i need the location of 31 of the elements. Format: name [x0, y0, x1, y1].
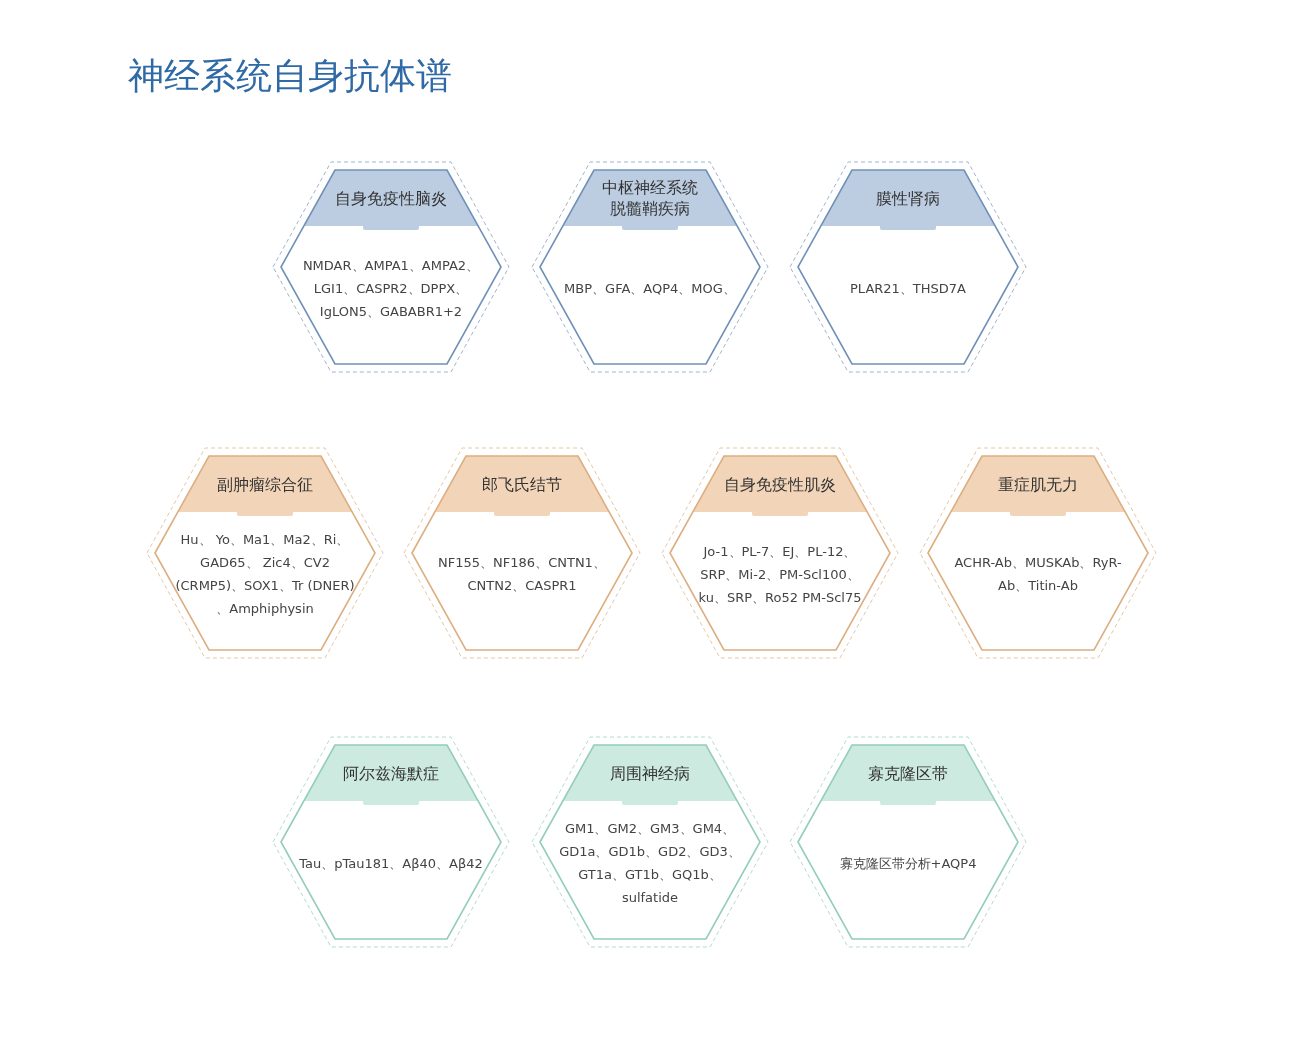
hexagon-card [530, 735, 770, 949]
hexagon-card [530, 160, 770, 374]
antibody-list: Hu、 Yo、Ma1、Ma2、Ri、 GAD65、 Zic4、CV2 (CRMP5)、SOX1、Tr (DNER) 、Amphiphysin [173, 528, 357, 620]
antibody-list: MBP、GFA、AQP4、MOG、 [558, 276, 742, 300]
antibody-list: PLAR21、THSD7A [816, 276, 1000, 300]
antibody-list: NMDAR、AMPA1、AMPA2、LGI1、CASPR2、DPPX、IgLON5、GABABR1+2 [299, 253, 483, 323]
hexagon-card [660, 446, 900, 660]
category-heading: 自身免疫性脑炎 [334, 187, 448, 209]
hexagon-card [788, 735, 1028, 949]
page-title: 神经系统自身抗体谱 [128, 54, 452, 98]
category-heading: 膜性肾病 [875, 187, 941, 209]
category-heading: 周围神经病 [609, 762, 691, 784]
hexagon-card [918, 446, 1158, 660]
antibody-list: NF155、NF186、CNTN1、CNTN2、CASPR1 [430, 551, 614, 597]
category-heading: 自身免疫性肌炎 [723, 473, 837, 495]
antibody-list: 寡克隆区带分析+AQP4 [816, 851, 1000, 875]
hexagon-card [145, 446, 385, 660]
antibody-list: Tau、pTau181、Aβ40、Aβ42 [299, 851, 483, 875]
category-heading: 副肿瘤综合征 [216, 473, 314, 495]
hexagon-card [788, 160, 1028, 374]
antibody-list: GM1、GM2、GM3、GM4、GD1a、GD1b、GD2、GD3、GT1a、GT1b、GQ1b、sulfatide [558, 817, 742, 909]
category-heading: 寡克隆区带 [867, 762, 949, 784]
category-heading: 阿尔兹海默症 [342, 762, 440, 784]
category-heading: 中枢神经系统脱髓鞘疾病 [601, 177, 699, 219]
hexagon-card [271, 160, 511, 374]
hexagon-card [271, 735, 511, 949]
antibody-list: ACHR-Ab、MUSKAb、RyR-Ab、Titin-Ab [946, 551, 1130, 597]
hexagon-card [402, 446, 642, 660]
antibody-list: Jo-1、PL-7、EJ、PL-12、SRP、Mi-2、PM-Scl100、ku、SRP、Ro52 PM-Scl75 [688, 539, 872, 609]
category-heading: 郎飞氏结节 [481, 473, 563, 495]
category-heading: 重症肌无力 [997, 473, 1079, 495]
